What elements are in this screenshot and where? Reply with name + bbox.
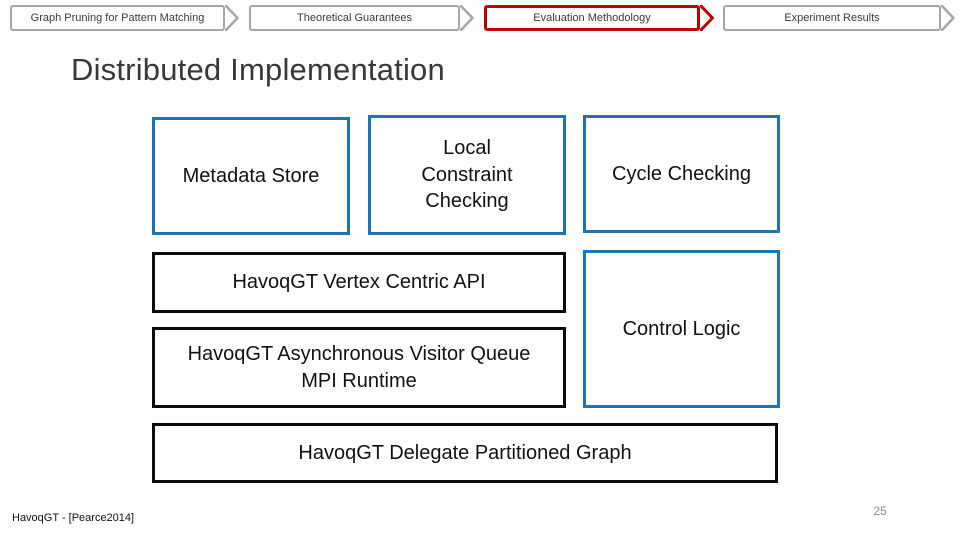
tab-experiment-results[interactable]: Experiment Results [723, 5, 955, 31]
tab-graph-pruning[interactable]: Graph Pruning for Pattern Matching [10, 5, 239, 31]
tab-label: Graph Pruning for Pattern Matching [10, 5, 225, 31]
diagram-box-delegate-partitioned-graph: HavoqGT Delegate Partitioned Graph [152, 423, 778, 483]
diagram-box-visitor-queue-mpi: HavoqGT Asynchronous Visitor Queue MPI R… [152, 327, 566, 408]
chevron-right-icon [460, 5, 474, 31]
diagram-box-local-constraint-checking: Local Constraint Checking [368, 115, 566, 235]
diagram-box-control-logic: Control Logic [583, 250, 780, 408]
diagram-box-vertex-centric-api: HavoqGT Vertex Centric API [152, 252, 566, 313]
chevron-right-icon [941, 5, 955, 31]
chevron-right-icon [700, 5, 714, 31]
tab-theoretical-guarantees[interactable]: Theoretical Guarantees [249, 5, 474, 31]
tab-label: Theoretical Guarantees [249, 5, 460, 31]
chevron-right-icon [225, 5, 239, 31]
tab-evaluation-methodology[interactable]: Evaluation Methodology [484, 5, 714, 31]
diagram-box-cycle-checking: Cycle Checking [583, 115, 780, 233]
tab-label: Experiment Results [723, 5, 941, 31]
page-title: Distributed Implementation [71, 52, 445, 87]
diagram-box-metadata-store: Metadata Store [152, 117, 350, 235]
tab-label: Evaluation Methodology [484, 5, 700, 31]
citation-text: HavoqGT - [Pearce2014] [12, 512, 135, 524]
page-number: 25 [873, 504, 887, 518]
